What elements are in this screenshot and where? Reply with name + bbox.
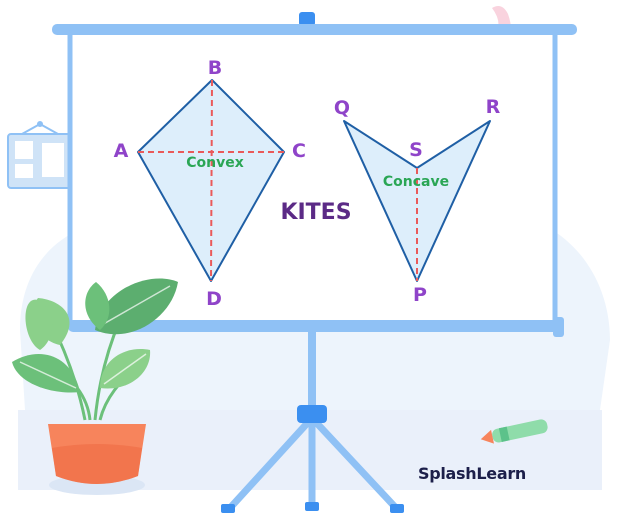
potted-plant <box>12 278 178 495</box>
leaf <box>25 299 53 350</box>
brand-logo: SplashLearn <box>418 464 526 483</box>
vertex-label-s: S <box>409 139 423 161</box>
diagram-title: KITES <box>280 200 351 225</box>
leaf <box>85 282 110 330</box>
concave-kite: Q R S P Concave <box>334 96 501 306</box>
crayon <box>480 419 548 444</box>
convex-label: Convex <box>186 155 244 171</box>
vertex-label-a: A <box>114 140 129 162</box>
tripod-stand <box>221 332 404 513</box>
vertex-label-p: P <box>413 284 427 306</box>
wall-notice-board <box>7 121 75 189</box>
convex-kite: B A C D Convex <box>114 57 306 310</box>
projection-screen <box>52 12 577 337</box>
vertex-label-q: Q <box>334 97 350 119</box>
concave-label: Concave <box>383 174 449 190</box>
vertex-label-b: B <box>208 57 222 79</box>
vertex-label-d: D <box>206 288 222 310</box>
convex-diagonal-vertical <box>210 79 213 282</box>
vertex-label-r: R <box>486 96 501 118</box>
vertex-label-c: C <box>292 140 306 162</box>
